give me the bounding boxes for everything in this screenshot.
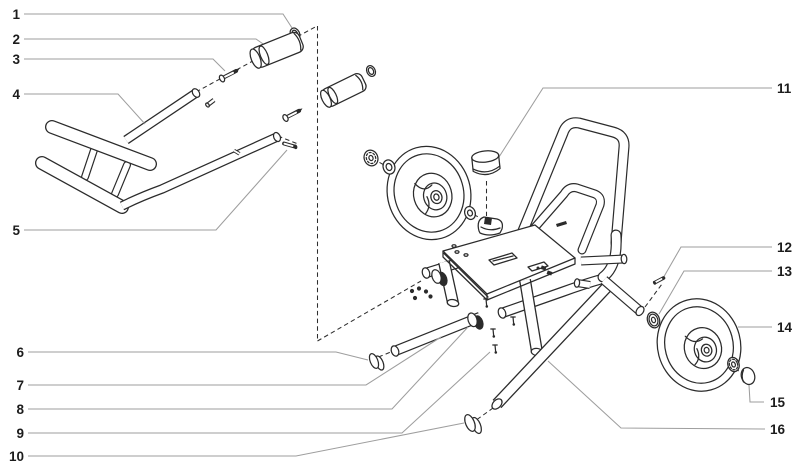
front-right-leg [519, 279, 544, 357]
dust-cap [740, 366, 756, 386]
left-wheel [386, 145, 472, 241]
handle-weldment [35, 88, 282, 214]
handle-grommet-upper [431, 269, 448, 287]
deck-plate [442, 224, 576, 301]
axle-pin-axis [644, 283, 663, 308]
o-ring-right [365, 64, 377, 78]
front-cap-axis [378, 351, 393, 358]
screw [492, 344, 498, 354]
wheel-washer-inner [463, 205, 477, 221]
front-left-leg [438, 260, 460, 308]
screw [510, 316, 516, 326]
callout-number-8: 8 [16, 402, 24, 417]
callout-numbers: 1 2 3 4 5 6 7 8 9 10 11 12 13 14 15 16 [9, 7, 793, 464]
wheel-washer-outer [382, 159, 396, 175]
leader-line-7 [28, 336, 442, 386]
hardware [205, 27, 756, 435]
handle-grommet-lower [467, 312, 484, 330]
handle-insertion-axis [317, 280, 422, 342]
callout-number-6: 6 [16, 345, 24, 360]
rear-right-leg [491, 282, 612, 410]
callout-number-15: 15 [770, 395, 786, 410]
callout-number-2: 2 [12, 32, 20, 47]
leader-line-15 [748, 384, 764, 403]
callout-number-1: 1 [12, 7, 20, 22]
leader-line-4 [24, 93, 146, 125]
deck-screws [483, 298, 516, 354]
callout-number-9: 9 [16, 426, 24, 441]
upper-handle-loop [512, 117, 630, 255]
side-stub-tube [573, 278, 591, 289]
tube-plug-front [368, 353, 385, 371]
leader-line-9 [28, 351, 491, 434]
handle-grip [249, 31, 304, 69]
leader-line-1 [24, 13, 295, 32]
lower-handle-tube [119, 131, 282, 211]
thumb-screw [218, 68, 240, 83]
screw [490, 328, 496, 338]
handle-grip-right [319, 73, 367, 108]
callout-number-13: 13 [777, 264, 793, 279]
callout-number-14: 14 [777, 320, 793, 335]
callout-number-11: 11 [777, 81, 792, 96]
pail-cap [471, 150, 501, 176]
roll-pin [205, 98, 216, 108]
leader-line-8 [28, 326, 469, 410]
right-wheel [656, 298, 742, 392]
leader-line-13 [658, 270, 772, 315]
right-axle-stub [600, 276, 645, 317]
cross-stub-tube [580, 253, 628, 266]
callout-number-5: 5 [12, 223, 20, 238]
mounting-nuts [409, 286, 433, 301]
callout-number-4: 4 [12, 87, 20, 102]
screw [483, 298, 489, 308]
upper-handle-tube [123, 88, 201, 144]
callout-number-7: 7 [16, 378, 24, 393]
thumb-screw-lower [282, 108, 303, 122]
rear-leg-cap-axis [476, 407, 494, 420]
leader-line-2 [24, 38, 267, 47]
push-nut [646, 311, 661, 329]
axle-bracket [477, 216, 504, 236]
leader-line-5 [24, 149, 288, 231]
leader-line-6 [28, 351, 369, 361]
serrated-washer-right [727, 356, 740, 373]
callout-number-16: 16 [770, 422, 786, 437]
lock-pin [282, 141, 298, 150]
callout-number-3: 3 [12, 52, 20, 67]
serrated-lock-nut [363, 149, 379, 167]
leader-line-10 [28, 422, 465, 457]
callout-number-10: 10 [9, 449, 24, 464]
leader-line-11 [498, 87, 772, 158]
leader-line-12 [661, 246, 772, 281]
cart-frame [390, 117, 645, 410]
lower-grip-axis [277, 135, 299, 145]
leader-line-3 [24, 58, 226, 72]
deck-cutout [527, 261, 549, 272]
tube-stud [233, 148, 241, 156]
loop-slot [556, 221, 567, 227]
tube-plug-rear [464, 414, 482, 435]
leader-line-16 [547, 360, 766, 430]
callout-number-12: 12 [777, 240, 792, 255]
axle-drive-pin [652, 276, 666, 285]
leader-lines [24, 13, 772, 457]
